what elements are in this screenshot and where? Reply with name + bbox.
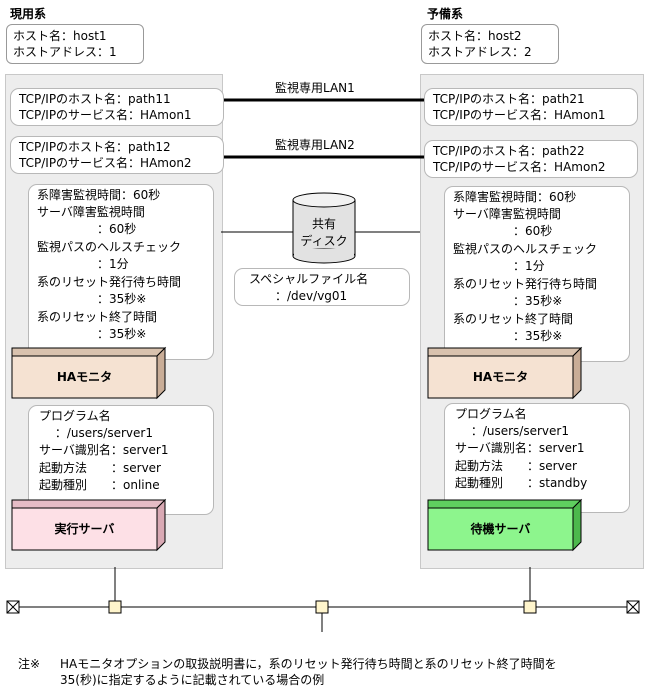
- standby-param-line: 系障害監視時間：60秒: [453, 190, 577, 204]
- standby-param-line: サーバ障害監視時間: [453, 207, 561, 221]
- standby-ha-monitor-block: [427, 346, 583, 400]
- standby-tcp1-box: TCP/IPのホスト名：path21 TCP/IPのサービス名：HAmon1: [424, 88, 638, 126]
- standby-host-box: ホスト名：host2 ホストアドレス：2: [421, 24, 559, 64]
- right-terminator-icon: [626, 600, 640, 614]
- active-tcp1-box: TCP/IPのホスト名：path11 TCP/IPのサービス名：HAmon1: [10, 88, 224, 126]
- left-terminator-icon: [6, 600, 20, 614]
- note-line-2: 35(秒)に指定するように記載されている場合の例: [60, 673, 325, 687]
- active-params-box: 系障害監視時間：60秒 サーバ障害監視時間 ：60秒 監視パスのヘルスチェック …: [28, 184, 214, 360]
- standby-tcp2-host: TCP/IPのホスト名：path22: [433, 144, 585, 158]
- standby-ha-monitor-face: [427, 355, 574, 399]
- standby-param-line: 系のリセット発行待ち時間: [453, 277, 598, 291]
- standby-param-line: 監視パスのヘルスチェック: [453, 242, 598, 256]
- active-tcp1-host: TCP/IPのホスト名：path11: [19, 92, 171, 106]
- active-program-box: プログラム名 ：/users/server1 サーバ識別名：server1 起動…: [28, 405, 214, 515]
- standby-program-line: サーバ識別名：server1: [455, 441, 585, 455]
- standby-tap: [523, 600, 537, 614]
- center-tap: [315, 600, 329, 614]
- active-tcp2-host: TCP/IPのホスト名：path12: [19, 140, 171, 154]
- note-mark: 注※: [18, 657, 41, 671]
- standby-param-line: 系のリセット終了時間: [453, 312, 574, 326]
- standby-param-line: ：35秒※: [453, 294, 563, 308]
- active-host-address: ホストアドレス：1: [13, 45, 117, 59]
- active-program-line: 起動種別 ：online: [39, 478, 160, 492]
- active-tcp2-box: TCP/IPのホスト名：path12 TCP/IPのサービス名：HAmon2: [10, 136, 224, 174]
- standby-tcp2-box: TCP/IPのホスト名：path22 TCP/IPのサービス名：HAmon2: [424, 140, 638, 178]
- standby-param-line: ：60秒: [453, 224, 553, 238]
- active-server-label: 実行サーバ: [54, 522, 115, 536]
- standby-system-heading: 予備系: [427, 7, 464, 21]
- standby-program-line: 起動方法 ：server: [455, 459, 577, 473]
- standby-program-line: ：/users/server1: [455, 424, 569, 438]
- standby-tcp1-host: TCP/IPのホスト名：path21: [433, 92, 585, 106]
- standby-params-box: 系障害監視時間：60秒 サーバ障害監視時間 ：60秒 監視パスのヘルスチェック …: [444, 186, 630, 362]
- active-param-line: ：35秒※: [37, 292, 147, 306]
- active-host-box: ホスト名：host1 ホストアドレス：1: [6, 24, 144, 64]
- active-tap: [108, 600, 122, 614]
- lan2-label: 監視専用LAN2: [275, 138, 355, 152]
- shared-disk-icon: [292, 192, 356, 264]
- standby-param-line: ：35秒※: [453, 329, 563, 343]
- active-program-line: サーバ識別名：server1: [39, 443, 169, 457]
- standby-server-block: [427, 498, 583, 552]
- active-param-line: 系のリセット終了時間: [37, 310, 158, 324]
- standby-server-face: [427, 507, 574, 551]
- lan1-label: 監視専用LAN1: [275, 81, 355, 95]
- active-param-line: サーバ障害監視時間: [37, 205, 145, 219]
- standby-tcp1-service: TCP/IPのサービス名：HAmon1: [433, 108, 606, 122]
- standby-param-line: ：1分: [453, 259, 545, 273]
- active-program-line: プログラム名: [39, 409, 111, 423]
- special-file-path: ：/dev/vg01: [275, 289, 348, 303]
- active-program-line: ：/users/server1: [39, 426, 153, 440]
- special-file-box: スペシャルファイル名 ：/dev/vg01: [234, 268, 410, 306]
- active-system-heading: 現用系: [10, 7, 47, 21]
- disk-label: 共有: [311, 217, 336, 231]
- active-tcp2-service: TCP/IPのサービス名：HAmon2: [19, 156, 192, 170]
- standby-tcp2-service: TCP/IPのサービス名：HAmon2: [433, 160, 606, 174]
- note-line-1: HAモニタオプションの取扱説明書に，系のリセット発行待ち時間と系のリセット終了時…: [60, 657, 557, 671]
- active-program-line: 起動方法 ：server: [39, 461, 161, 475]
- active-ha-monitor-block: [11, 346, 167, 400]
- standby-program-line: 起動種別 ：standby: [455, 476, 588, 490]
- active-param-line: ：60秒: [37, 222, 137, 236]
- standby-server-label: 待機サーバ: [470, 522, 531, 536]
- active-ha-monitor-face: [11, 355, 158, 399]
- standby-host-address: ホストアドレス：2: [428, 45, 532, 59]
- active-param-line: 系のリセット発行待ち時間: [37, 275, 182, 289]
- standby-program-box: プログラム名 ：/users/server1 サーバ識別名：server1 起動…: [444, 403, 630, 513]
- active-param-line: 監視パスのヘルスチェック: [37, 240, 182, 254]
- active-tcp1-service: TCP/IPのサービス名：HAmon1: [19, 108, 192, 122]
- active-param-line: 系障害監視時間：60秒: [37, 188, 161, 202]
- active-param-line: ：35秒※: [37, 327, 147, 341]
- active-param-line: ：1分: [37, 257, 129, 271]
- standby-ha-monitor-label: HAモニタ: [472, 370, 529, 384]
- standby-host-name: ホスト名：host2: [428, 29, 522, 43]
- active-server-face: [11, 507, 158, 551]
- active-server-block: [11, 498, 167, 552]
- special-file-label: スペシャルファイル名: [249, 272, 369, 286]
- standby-program-line: プログラム名: [455, 407, 527, 421]
- active-host-name: ホスト名：host1: [13, 29, 107, 43]
- disk-label: ディスク: [300, 234, 348, 248]
- active-ha-monitor-label: HAモニタ: [56, 370, 113, 384]
